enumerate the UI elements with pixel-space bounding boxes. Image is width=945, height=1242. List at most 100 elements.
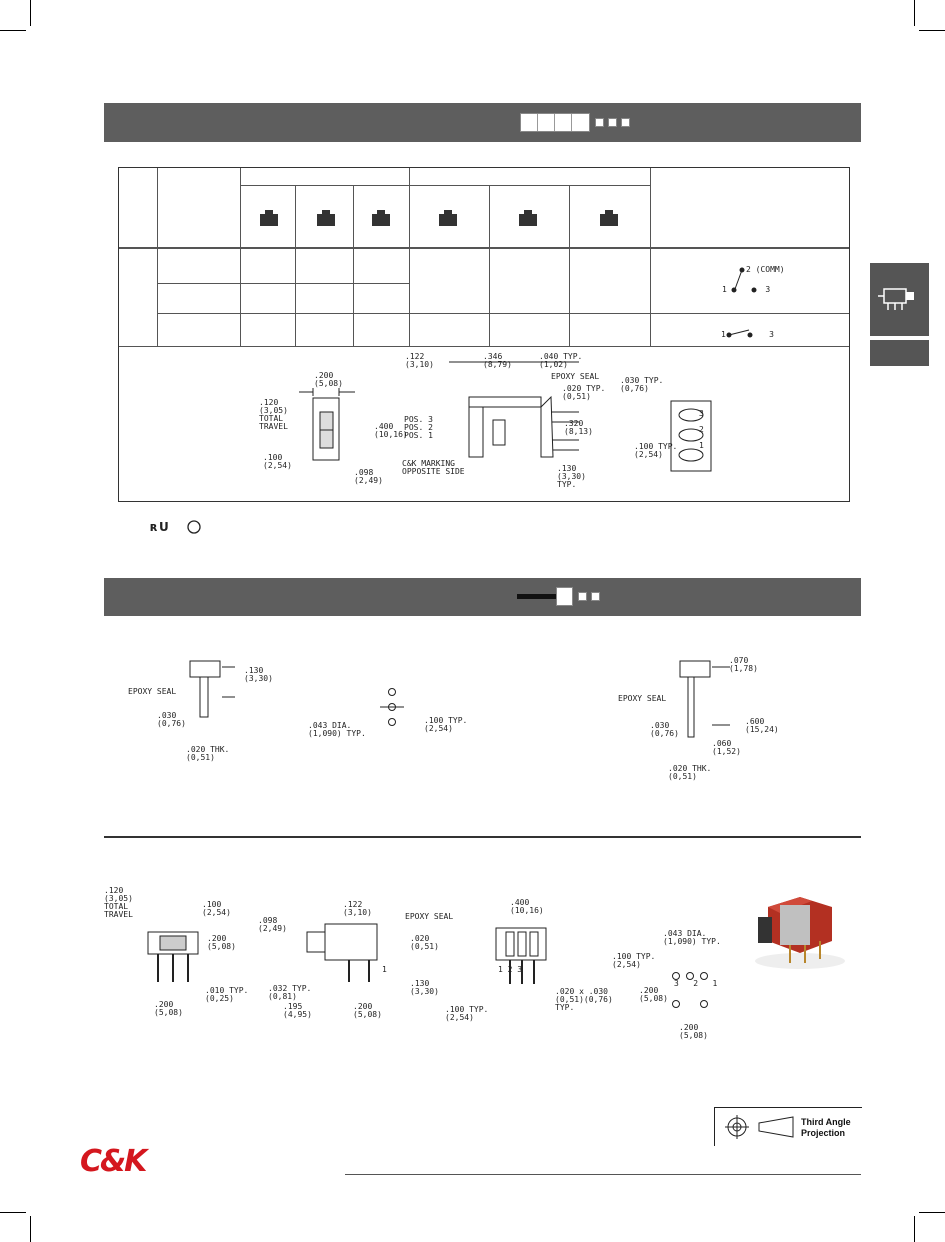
dim-label: .043 DIA. (1,090) TYP.: [308, 721, 366, 738]
dim-label: .070 (1,78): [729, 656, 758, 673]
footer-rule: [345, 1174, 861, 1175]
dim-label: .040 TYP. (1,02): [539, 352, 583, 369]
switch-drawing-end: [670, 400, 712, 472]
terminal-drawing-pc: [189, 660, 235, 718]
dim-label: EPOXY SEAL: [128, 687, 177, 696]
dim-label: .100 (2,54): [202, 900, 231, 917]
product-photo: [755, 897, 845, 969]
right-angle-front-view: [147, 931, 199, 982]
projection-label: Third Angle Projection: [801, 1117, 851, 1138]
dim-label: C&K MARKING OPPOSITE SIDE: [402, 459, 465, 476]
dim-label: .200 (5,08): [314, 371, 343, 388]
dim-label: .130 (3,30) TYP.: [557, 464, 586, 489]
schematic-pins-label: 1 3: [721, 330, 774, 339]
dim-label: .100 TYP. (2,54): [612, 952, 656, 969]
ul-mark-icon: ʀ U: [150, 520, 201, 534]
side-tab: [870, 263, 929, 336]
schematic-pins-label: 1 3: [722, 285, 771, 294]
dim-label: .098 (2,49): [258, 916, 287, 933]
right-angle-end-view: [495, 927, 547, 984]
dim-label: .600 (15,24): [745, 717, 779, 734]
dim-label: .043 DIA. (1,090) TYP.: [663, 929, 721, 946]
side-tab-small: [870, 340, 929, 366]
dim-label: EPOXY SEAL: [405, 912, 454, 921]
part-code-box: [556, 587, 573, 606]
part-code-square: [591, 592, 600, 601]
dim-label: .400 (10,16): [510, 898, 544, 915]
dim-label: .020 THK. (0,51): [668, 764, 712, 781]
dim-label: .320 (8,13): [564, 419, 593, 436]
svg-text:U: U: [159, 520, 169, 534]
dim-label: .100 TYP. (2,54): [634, 442, 678, 459]
dim-label: .010 TYP. (0,25): [205, 986, 249, 1003]
dim-label: .130 (3,30): [410, 979, 439, 996]
hole-pattern: [380, 688, 404, 726]
dim-label: .346 (8,79): [483, 352, 512, 369]
dim-label: EPOXY SEAL: [618, 694, 667, 703]
section-header-band: [104, 103, 861, 142]
dim-label: .020 THK. (0,51): [186, 745, 230, 762]
dim-label: .020 x .030 (0,51)(0,76) TYP.: [555, 987, 613, 1012]
dim-label: .100 TYP. (2,54): [445, 1005, 489, 1022]
actuator-icon: [439, 210, 457, 226]
terminal-drawing-wire: [679, 660, 730, 738]
dim-label: .122 (3,10): [343, 900, 372, 917]
actuator-icon: [600, 210, 618, 226]
part-code-square: [595, 118, 604, 127]
svg-text:ʀ: ʀ: [150, 520, 158, 534]
actuator-icon: [372, 210, 390, 226]
third-angle-projection-icon: [725, 1115, 794, 1139]
dim-label: .200 (5,08): [679, 1023, 708, 1040]
pin-number: 1: [382, 965, 387, 974]
dim-label: .200 (5,08): [207, 934, 236, 951]
crop-mark: [30, 1216, 31, 1242]
actuator-icon: [317, 210, 335, 226]
dim-label: POS. 3 POS. 2 POS. 1: [404, 415, 433, 440]
dim-label: .400 (10,16): [374, 422, 408, 439]
switch-icon: [878, 288, 914, 310]
dim-label: .100 TYP. (2,54): [424, 716, 468, 733]
dim-label: .130 (3,30): [244, 666, 273, 683]
dim-label: EPOXY SEAL: [551, 372, 600, 381]
dim-label: .200 (5,08): [353, 1002, 382, 1019]
dim-label: .020 TYP. (0,51): [562, 384, 606, 401]
projection-box: Third Angle Projection: [714, 1107, 862, 1146]
switch-drawing-front: [299, 388, 355, 461]
actuator-icon: [519, 210, 537, 226]
options-table: 2 (COMM) 1 3 1 3 .200 (5,08) .120 (3,05)…: [118, 167, 850, 502]
pin-numbers: 1 2 3: [498, 965, 523, 974]
dim-label: .120 (3,05) TOTAL TRAVEL: [259, 398, 288, 431]
section-divider: [104, 836, 861, 838]
part-code-bar: [517, 594, 557, 599]
switch-drawing-side: [449, 361, 579, 458]
dim-label: .030 (0,76): [650, 721, 679, 738]
dim-label: .060 (1,52): [712, 739, 741, 756]
dim-label: .020 (0,51): [410, 934, 439, 951]
dim-label: .098 (2,49): [354, 468, 383, 485]
crop-mark: [30, 0, 31, 26]
crop-mark: [914, 0, 915, 26]
crop-mark: [0, 1212, 26, 1213]
right-angle-side-view: [306, 923, 378, 982]
dim-label: .100 (2,54): [263, 453, 292, 470]
schematic-comm-label: 2 (COMM): [746, 265, 785, 274]
actuator-icon: [260, 210, 278, 226]
dim-label: .032 TYP. (0,81): [268, 984, 312, 1001]
pin-numbers: 3 2 1: [699, 409, 704, 450]
hole-pattern-grid: [672, 972, 708, 1008]
brand-logo: C&K: [80, 1144, 147, 1179]
schematic-diagram: [726, 267, 757, 338]
dim-label: .195 (4,95): [283, 1002, 312, 1019]
dim-label: .200 (5,08): [154, 1000, 183, 1017]
dim-label: .120 (3,05) TOTAL TRAVEL: [104, 886, 133, 919]
crop-mark: [914, 1216, 915, 1242]
crop-mark: [919, 1212, 945, 1213]
crop-mark: [919, 30, 945, 31]
dim-label: .030 (0,76): [157, 711, 186, 728]
dim-label: .030 TYP. (0,76): [620, 376, 664, 393]
part-code-square: [578, 592, 587, 601]
part-code-box: [520, 113, 590, 132]
dim-label: .200 (5,08): [639, 986, 668, 1003]
dim-label: .122 (3,10): [405, 352, 434, 369]
section-header-band: [104, 578, 861, 616]
